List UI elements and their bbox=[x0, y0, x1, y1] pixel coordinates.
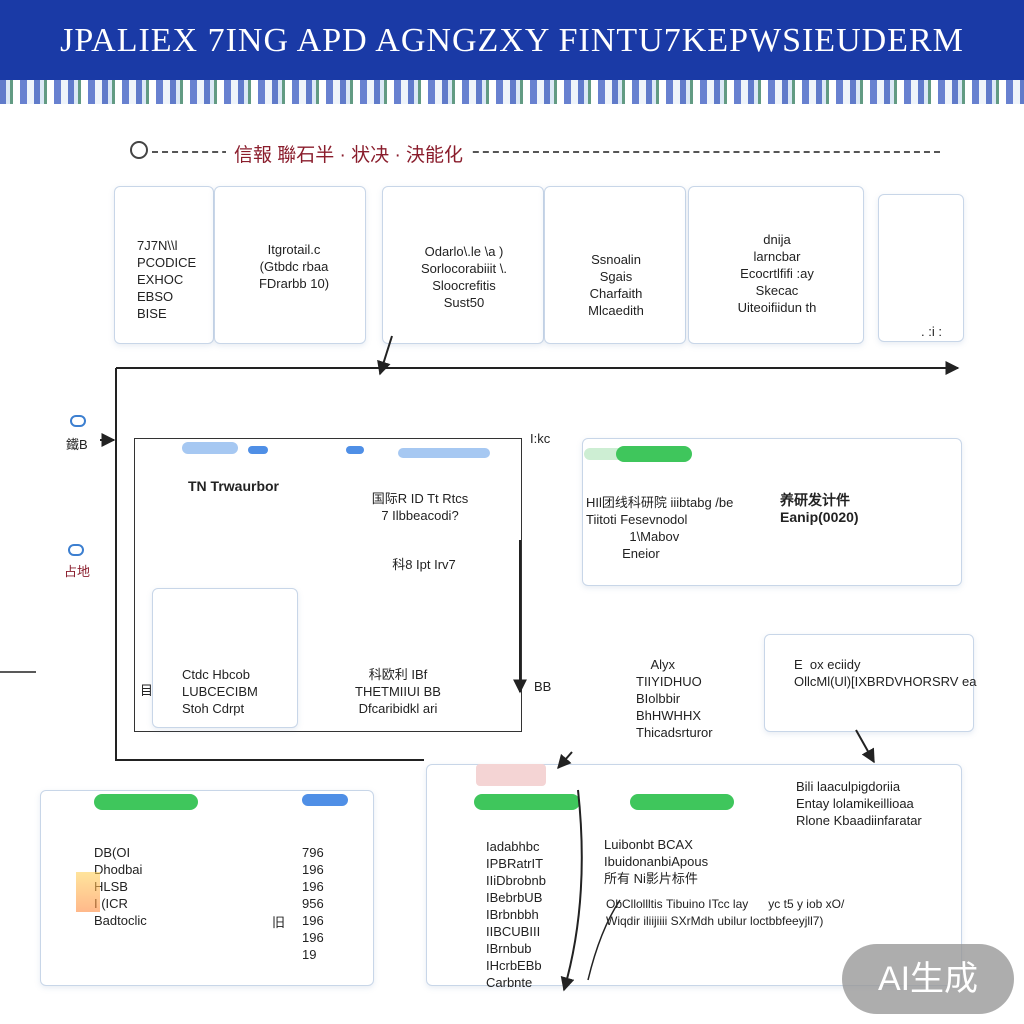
top-card-3: Odarlo\.le \a ) Sorlocorabiiit \. Sloocr… bbox=[382, 186, 544, 344]
bottom-far-right: Bili laaculpigdoriia Entay lolamikeillio… bbox=[796, 779, 922, 828]
tag-pill-blue-1 bbox=[182, 442, 238, 454]
middle-right-lower-right: E ox eciidy OllcMl(Ul)[IXBRDVHORSRV ea bbox=[794, 657, 977, 689]
middle-right-corner-label: I:kc bbox=[530, 431, 551, 446]
subtitle-line: 信報 聯石半 · 状决 · 決能化 bbox=[130, 140, 942, 167]
left-icon-2 bbox=[68, 544, 84, 556]
connector-right-down bbox=[855, 729, 875, 764]
middle-right-col1: HIl团线科研院 iiibtabg /be Tiitoti Fesevnodol… bbox=[586, 495, 734, 561]
tag-pill-green-2 bbox=[474, 794, 580, 810]
connector-center-down bbox=[557, 751, 573, 770]
middle-right-panel bbox=[582, 438, 962, 586]
ai-generated-badge: AI生成 bbox=[842, 944, 1014, 1014]
bottom-center-col: Iadabhbc IPBRatrIT IIiDbrobnb IBebrbUB I… bbox=[486, 839, 546, 990]
tag-pill-pink bbox=[476, 764, 546, 786]
bottom-left-nums: 796 196 196 956 196 196 19 bbox=[302, 845, 324, 962]
top-card-1-text: 7J7N\\l PCODICE EXHOC EBSO BISE bbox=[137, 238, 197, 321]
highlight-marker bbox=[76, 872, 100, 912]
tag-pill-blue-4 bbox=[398, 448, 490, 458]
top-card-5-text: dnija larncbar Ecocrtlfifi :ay Skecac Ui… bbox=[737, 232, 817, 315]
top-card-4: Ssnoalin Sgais Charfaith Mlcaedith bbox=[544, 186, 686, 344]
top-card-6: . :i : bbox=[878, 194, 964, 342]
tag-pill-blue-5 bbox=[302, 794, 348, 806]
bottom-center-right-bottom: ObCllollltis Tibuino ITcc lay yc t5 y io… bbox=[606, 897, 845, 928]
middle-left-heading: TN Trwaurbor bbox=[188, 478, 280, 494]
top-card-5: dnija larncbar Ecocrtlfifi :ay Skecac Ui… bbox=[688, 186, 864, 344]
tag-pill-blue-3 bbox=[346, 446, 364, 454]
subtitle-text: 信報 聯石半 · 状决 · 決能化 bbox=[226, 140, 472, 167]
tag-pill-lightgreen bbox=[584, 448, 624, 460]
top-card-2-text: Itgrotail.c (Gtbdc rbaa FDrarbb 10) bbox=[258, 242, 330, 291]
left-label-4: BB bbox=[534, 679, 552, 694]
top-card-2: Itgrotail.c (Gtbdc rbaa FDrarbb 10) bbox=[214, 186, 366, 344]
left-icon-1 bbox=[70, 415, 86, 427]
header-banner: JPALIEX 7ING APD AGNGZXY FINTU7KEPWSIEUD… bbox=[0, 0, 1024, 80]
dashed-divider bbox=[152, 151, 940, 153]
middle-left-right-foot: 科8 Ipt Irv7 bbox=[392, 557, 456, 572]
tag-pill-blue-2 bbox=[248, 446, 268, 454]
connector-left-vertical bbox=[115, 368, 424, 761]
middle-left-right-lines: 国际R ID Tt Rtcs 7 Ilbbeacodi? bbox=[371, 491, 469, 523]
top-card-6-text: . :i : bbox=[921, 324, 942, 339]
middle-right-lower-left: Alyx TIIYIDHUO BIolbbir BhHWHHX Thicadsr… bbox=[636, 657, 713, 740]
middle-right-lower-card bbox=[764, 634, 974, 732]
left-label-2: 占地 bbox=[64, 564, 91, 579]
middle-left-bottom-left: Ctdc Hbcob LUBCECIBM Stoh Cdrpt bbox=[182, 667, 258, 716]
middle-left-subcard-1 bbox=[152, 588, 298, 728]
tag-pill-green-1 bbox=[94, 794, 198, 810]
connector-lower-right bbox=[587, 899, 621, 981]
middle-right-col2: 养研发计件 Eanip(0020) bbox=[780, 492, 859, 525]
left-label-1: 鐵B bbox=[66, 437, 88, 452]
tag-pill-green-3 bbox=[630, 794, 734, 810]
connector-top-down bbox=[377, 335, 393, 376]
bottom-center-right-top: Luibonbt BCAX IbuidonanbiApous 所有 Ni影片标件 bbox=[604, 837, 709, 886]
top-card-3-text: Odarlo\.le \a ) Sorlocorabiiit \. Sloocr… bbox=[421, 244, 507, 310]
header-title: JPALIEX 7ING APD AGNGZXY FINTU7KEPWSIEUD… bbox=[60, 22, 964, 59]
banner-speckle-strip bbox=[0, 80, 1024, 104]
bottom-left-mini: 旧 bbox=[272, 915, 286, 930]
tag-pill-green-top bbox=[616, 446, 692, 462]
connector-bottom-curve bbox=[560, 789, 583, 992]
top-card-1: 7J7N\\l PCODICE EXHOC EBSO BISE bbox=[114, 186, 214, 344]
middle-left-bottom-right: 科欧利 IBf THETMIIUI BB Dfcaribidkl ari bbox=[355, 667, 441, 716]
middle-left-frame bbox=[134, 438, 522, 732]
bottom-left-lines: DB(OI Dhodbai HLSB I (ICR Badtoclic bbox=[94, 845, 147, 928]
circle-icon bbox=[130, 141, 148, 159]
top-card-4-text: Ssnoalin Sgais Charfaith Mlcaedith bbox=[588, 252, 644, 318]
